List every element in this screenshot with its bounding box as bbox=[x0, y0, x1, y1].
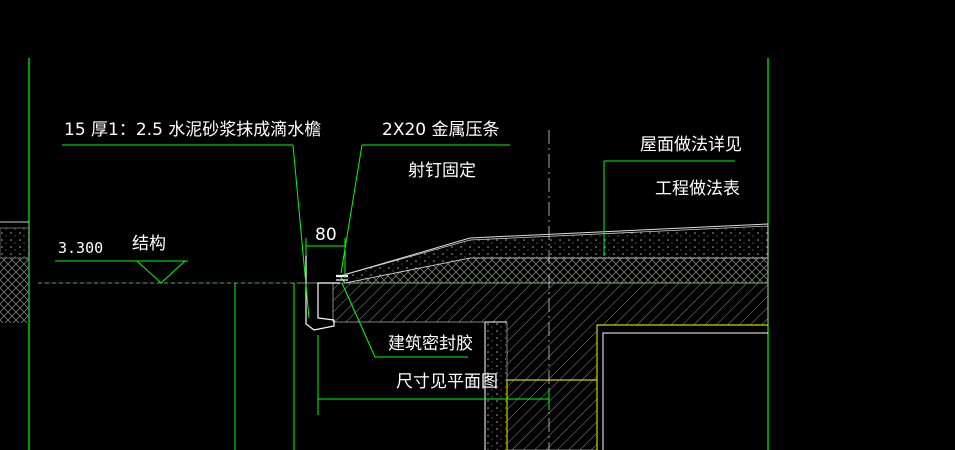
roof-top-surface bbox=[339, 237, 471, 277]
structure-label: 结构 bbox=[132, 234, 166, 254]
wall-hatch-column bbox=[486, 323, 506, 450]
roof-top-surface-2 bbox=[469, 223, 769, 239]
size-ref-label: 尺寸见平面图 bbox=[396, 372, 498, 392]
structural-slab bbox=[300, 282, 769, 450]
leader-sealant-arrow bbox=[341, 282, 376, 358]
nail-fix-label: 射钉固定 bbox=[408, 161, 476, 181]
leader-metal-strip-arrow bbox=[340, 144, 363, 274]
drip-eave-profile bbox=[305, 255, 340, 331]
yellow-boundary-right bbox=[596, 324, 768, 450]
roof-ref-label-2: 工程做法表 bbox=[655, 179, 740, 199]
left-slab-screed bbox=[0, 227, 30, 259]
inner-wall-outline bbox=[484, 321, 507, 450]
yellow-boundary-left bbox=[506, 379, 597, 450]
inner-wall-outline-2 bbox=[602, 332, 768, 450]
elevation-label: 3.300 bbox=[58, 239, 103, 257]
drip-eave-label: 15 厚1：2.5 水泥砂浆抹成滴水檐 bbox=[64, 120, 321, 140]
dim-80-label: 80 bbox=[315, 225, 337, 245]
elevation-triangle bbox=[136, 260, 186, 284]
sealant-label: 建筑密封胶 bbox=[388, 334, 473, 354]
metal-strip-label: 2X20 金属压条 bbox=[382, 120, 500, 140]
roof-ref-label-1: 屋面做法详见 bbox=[640, 135, 742, 155]
leader-drip-eave-arrow bbox=[292, 144, 310, 319]
left-slab-hatch bbox=[0, 258, 29, 323]
